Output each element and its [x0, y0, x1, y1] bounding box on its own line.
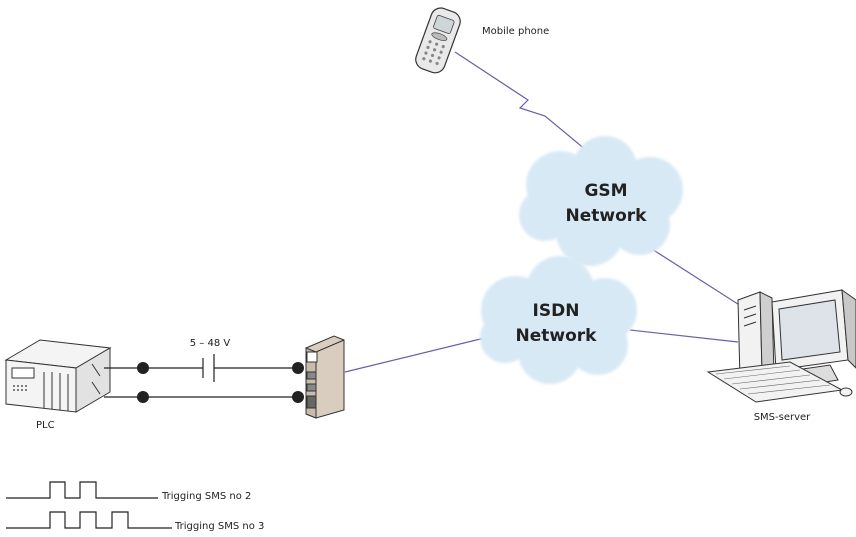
mobile-phone: Mobile phone — [415, 7, 549, 74]
sms-server: SMS-server — [706, 288, 856, 423]
isdn-network-cloud: ISDN Network — [480, 256, 637, 384]
isdn-label-line1: ISDN — [533, 301, 580, 321]
terminal-dot — [137, 391, 149, 403]
isdn-server-link — [629, 329, 739, 343]
gsm-label-line1: GSM — [584, 181, 627, 201]
battery-symbol — [202, 354, 215, 382]
cloud-icon — [480, 256, 637, 384]
isdn-label-line2: Network — [516, 326, 598, 346]
gateway-isdn-link — [344, 332, 506, 373]
mobile-phone-label: Mobile phone — [482, 26, 549, 37]
wire-terminals — [137, 362, 304, 403]
plc-icon — [4, 339, 112, 413]
plc-label: PLC — [36, 420, 55, 431]
gateway-device-icon — [305, 335, 345, 419]
terminal-dot — [137, 362, 149, 374]
gateway-device — [305, 335, 345, 419]
trigger-sms3-label: Trigging SMS no 3 — [174, 521, 264, 532]
gsm-label-line2: Network — [566, 206, 648, 226]
gsm-network-cloud: GSM Network — [519, 136, 683, 266]
phone-gsm-link — [454, 51, 599, 161]
pulse-legend: Trigging SMS no 2 Trigging SMS no 3 — [6, 481, 264, 532]
terminal-dot — [292, 362, 304, 374]
pulse-waveform-sms3 — [6, 511, 172, 529]
plc: PLC — [4, 339, 112, 431]
terminal-dot — [292, 391, 304, 403]
sms-server-label: SMS-server — [754, 412, 811, 423]
mobile-phone-icon — [415, 7, 461, 74]
computer-icon — [706, 288, 856, 403]
trigger-sms2-label: Trigging SMS no 2 — [161, 491, 251, 502]
plc-wiring — [104, 367, 298, 398]
pulse-waveform-sms2 — [6, 481, 158, 499]
voltage-label: 5 – 48 V — [190, 338, 231, 349]
cloud-icon — [519, 136, 683, 266]
